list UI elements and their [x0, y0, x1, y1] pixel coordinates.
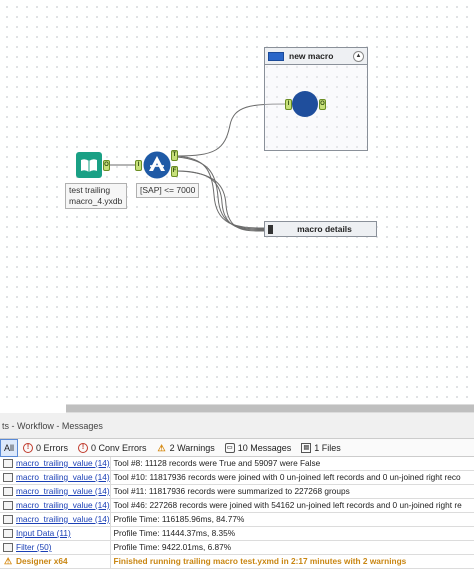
filter-files-label: 1 Files	[314, 442, 341, 453]
table-row[interactable]: macro_trailing_value (14) Tool #46: 2272…	[0, 498, 474, 513]
filter-conv-errors-button[interactable]: !0 Conv Errors	[73, 439, 152, 457]
table-row[interactable]: macro_trailing_value (14) Tool #11: 1181…	[0, 484, 474, 499]
filter-icon	[143, 151, 171, 179]
macro-input-anchor[interactable]: I	[285, 99, 292, 110]
messages-table: macro_trailing_value (14) Tool #8: 11128…	[0, 457, 474, 569]
wire-filter-to-macro	[176, 103, 287, 157]
macro-container-header[interactable]: new macro ▲	[265, 48, 367, 65]
table-row[interactable]: macro_trailing_value (14) Tool #10: 1181…	[0, 470, 474, 485]
row-message: Finished running trailing macro test.yxm…	[110, 554, 474, 569]
canvas-horizontal-scrollbar[interactable]	[66, 404, 474, 413]
scrollbar-thumb[interactable]	[66, 405, 474, 412]
input-output-anchor[interactable]: O	[103, 160, 110, 171]
row-source-cell: macro_trailing_value (14)	[0, 470, 111, 485]
message-icon	[3, 459, 13, 469]
row-source-cell: macro_trailing_value (14)	[0, 498, 111, 513]
row-source-cell: Input Data (11)	[0, 526, 111, 541]
message-icon: ▭	[224, 442, 235, 453]
filter-tool[interactable]	[143, 151, 171, 179]
message-icon	[3, 473, 13, 483]
message-icon	[3, 515, 13, 525]
row-source-cell: macro_trailing_value (14)	[0, 512, 111, 527]
results-panel: ts - Workflow - Messages All !0 Errors !…	[0, 413, 474, 572]
macro-details-container[interactable]: macro details	[264, 221, 377, 237]
row-source-link[interactable]: Filter (50)	[16, 542, 52, 552]
conv-error-icon: !	[78, 442, 89, 453]
macro-logo-icon	[268, 51, 284, 61]
warning-icon: ⚠	[157, 442, 166, 453]
filter-true-anchor[interactable]: T	[171, 150, 178, 161]
warning-icon: ⚠	[3, 556, 13, 566]
filter-errors-label: 0 Errors	[36, 442, 69, 453]
file-icon: ▤	[301, 442, 312, 453]
filter-warnings-label: 2 Warnings	[169, 442, 215, 453]
filter-all-label: All	[4, 442, 15, 453]
row-message: Tool #10: 11817936 records were joined w…	[110, 470, 474, 485]
row-source-text: Designer x64	[16, 556, 68, 566]
wire-filter-to-details-2	[176, 156, 265, 230]
connection-wires	[109, 103, 287, 232]
table-row[interactable]: ⚠Designer x64 Finished running trailing …	[0, 554, 474, 569]
container-marker-icon	[268, 224, 273, 234]
macro-node[interactable]	[292, 91, 318, 117]
macro-details-title: macro details	[297, 224, 352, 234]
macro-output-anchor[interactable]: O	[319, 99, 326, 110]
row-source-link[interactable]: macro_trailing_value (14)	[16, 486, 110, 496]
results-header-title: ts - Workflow - Messages	[2, 420, 103, 431]
filter-tool-label: [SAP] <= 7000	[136, 183, 200, 198]
row-source-cell: Filter (50)	[0, 540, 111, 555]
macro-container-title: new macro	[289, 51, 334, 61]
row-message: Tool #11: 11817936 records were summariz…	[110, 484, 474, 499]
input-data-tool[interactable]	[76, 152, 102, 178]
workflow-canvas[interactable]: O test trailing macro_4.yxdb I T F [SAP]…	[0, 0, 474, 404]
chevron-up-icon[interactable]: ▲	[353, 50, 364, 62]
row-message: Profile Time: 11444.37ms, 8.35%	[110, 526, 474, 541]
row-source-cell: ⚠Designer x64	[0, 554, 111, 569]
filter-messages-button[interactable]: ▭10 Messages	[220, 439, 297, 457]
filter-input-anchor[interactable]: I	[135, 160, 142, 171]
table-row[interactable]: macro_trailing_value (14) Tool #8: 11128…	[0, 457, 474, 471]
book-icon	[76, 152, 102, 178]
filter-warnings-button[interactable]: ⚠2 Warnings	[152, 439, 220, 457]
results-filter-toolbar: All !0 Errors !0 Conv Errors ⚠2 Warnings…	[0, 438, 474, 457]
row-message: Tool #46: 227268 records were joined wit…	[110, 498, 474, 513]
filter-false-anchor[interactable]: F	[171, 166, 178, 177]
row-source-link[interactable]: macro_trailing_value (14)	[16, 514, 110, 524]
row-source-link[interactable]: macro_trailing_value (14)	[16, 472, 110, 482]
table-row[interactable]: macro_trailing_value (14) Profile Time: …	[0, 512, 474, 527]
row-source-cell: macro_trailing_value (14)	[0, 457, 111, 471]
table-row[interactable]: Input Data (11) Profile Time: 11444.37ms…	[0, 526, 474, 541]
filter-conv-errors-label: 0 Conv Errors	[91, 442, 147, 453]
wire-filter-to-details-1	[176, 155, 265, 229]
row-source-link[interactable]: macro_trailing_value (14)	[16, 500, 110, 510]
table-row[interactable]: Filter (50) Profile Time: 9422.01ms, 6.8…	[0, 540, 474, 555]
message-icon	[3, 543, 13, 553]
error-icon: !	[23, 442, 34, 453]
message-icon	[3, 487, 13, 497]
filter-errors-button[interactable]: !0 Errors	[18, 439, 73, 457]
input-tool-label: test trailing macro_4.yxdb	[65, 183, 127, 209]
filter-messages-label: 10 Messages	[237, 442, 292, 453]
row-message: Profile Time: 9422.01ms, 6.87%	[110, 540, 474, 555]
row-source-cell: macro_trailing_value (14)	[0, 484, 111, 499]
row-source-link[interactable]: Input Data (11)	[16, 528, 71, 538]
wire-filter-to-details-3	[176, 170, 265, 231]
filter-files-button[interactable]: ▤1 Files	[296, 439, 346, 457]
row-message: Profile Time: 116185.96ms, 84.77%	[110, 512, 474, 527]
results-header: ts - Workflow - Messages	[0, 413, 474, 439]
row-message: Tool #8: 11128 records were True and 590…	[110, 457, 474, 471]
wire-filter-to-details-4	[176, 170, 265, 232]
message-icon	[3, 529, 13, 539]
message-icon	[3, 501, 13, 511]
filter-all-button[interactable]: All	[0, 438, 19, 457]
macro-container[interactable]: new macro ▲ I O	[264, 47, 368, 151]
row-source-link[interactable]: macro_trailing_value (14)	[16, 458, 110, 468]
